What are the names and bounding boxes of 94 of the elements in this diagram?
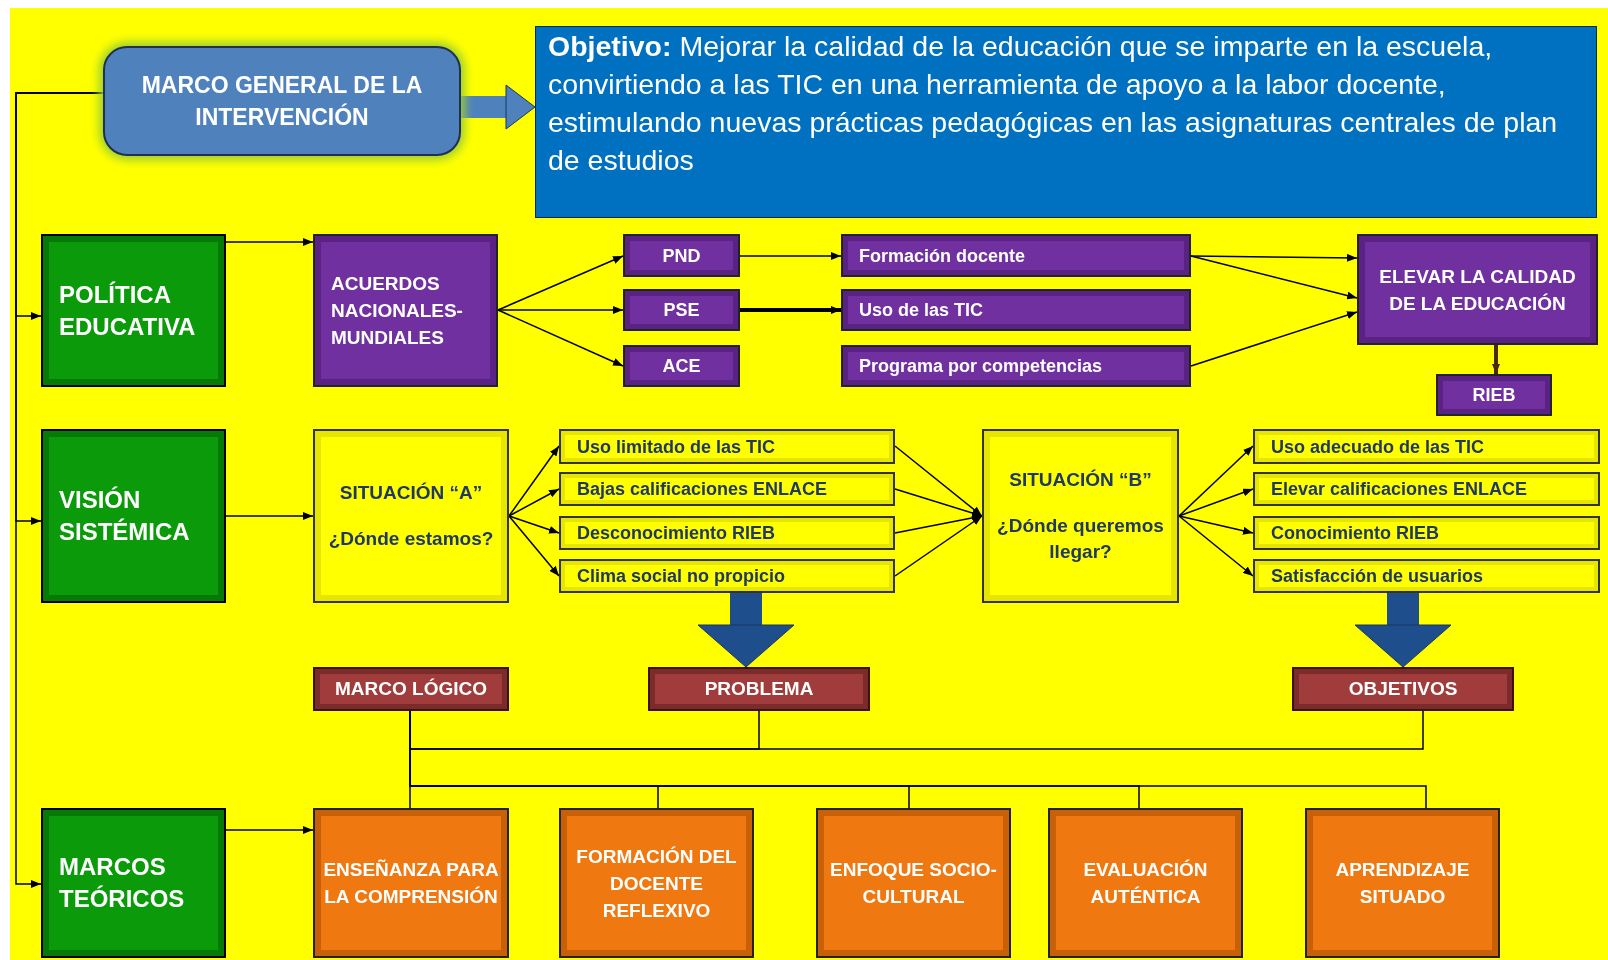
connector-arrow: [497, 309, 624, 367]
box-text: PND: [662, 244, 701, 268]
connector-arrow: [1178, 445, 1254, 517]
concept-box: [1305, 808, 1500, 958]
process-box: [841, 234, 1191, 277]
box-text: ¿Dónde queremos llegar?: [996, 514, 1165, 564]
process-box: [841, 289, 1191, 331]
category-box: [41, 429, 226, 603]
connector-arrow: [15, 92, 104, 888]
list-box: [1253, 472, 1600, 506]
box-text: PSE: [663, 299, 700, 322]
connector-arrow: [894, 515, 983, 577]
box-text: ¿Dónde estamos?: [328, 527, 494, 551]
box-text: Uso limitado de las TIC: [577, 435, 777, 459]
box-text: SITUACIÓN “B”: [1009, 468, 1152, 492]
connector-arrow: [1178, 488, 1254, 517]
box-text: POLÍTICA EDUCATIVA: [59, 279, 197, 342]
connector-arrow: [894, 488, 983, 517]
list-box: [1253, 559, 1600, 593]
connector-arrow: [225, 512, 314, 520]
box-text: Conocimiento RIEB: [1271, 522, 1440, 545]
list-box: [1253, 516, 1600, 550]
connector-arrow: [497, 306, 624, 314]
connector-arrow: [497, 255, 624, 311]
box-text: Clima social no propicio: [577, 565, 787, 588]
box-text: MARCOS TEÓRICOS: [59, 852, 186, 914]
list-box: [559, 516, 895, 550]
box-text: APRENDIZAJE SITUADO: [1334, 858, 1471, 909]
list-box: [559, 472, 895, 506]
box-text: ENSEÑANZA PARA LA COMPRENSIÓN: [322, 858, 500, 909]
situation-box: [982, 429, 1179, 603]
box-text: Elevar calificaciones ENLACE: [1271, 478, 1529, 501]
process-box: [313, 234, 498, 387]
label-box: [1292, 667, 1514, 711]
category-box: [41, 808, 226, 958]
category-box: [41, 234, 226, 387]
box-text: VISIÓN SISTÉMICA: [59, 485, 191, 547]
box-text: ELEVAR LA CALIDAD DE LA EDUCACIÓN: [1378, 264, 1577, 316]
connector-arrow: [1190, 255, 1358, 300]
box-text: OBJETIVOS: [1348, 677, 1458, 701]
block-arrow: [461, 84, 536, 130]
box-text: Formación docente: [859, 244, 1027, 268]
box-text: ENFOQUE SOCIO-CULTURAL: [829, 858, 998, 909]
box-text: SITUACIÓN “A”: [339, 481, 483, 505]
connector-arrow: [740, 306, 841, 314]
label-box: [648, 667, 870, 711]
box-text: FORMACIÓN DEL DOCENTE REFLEXIVO: [575, 844, 738, 923]
box-text: Bajas calificaciones ENLACE: [577, 478, 829, 501]
box-text: RIEB: [1472, 384, 1516, 407]
situation-box: [313, 429, 509, 603]
concept-box: [313, 808, 509, 958]
connector-arrow: [508, 515, 560, 534]
process-box: [1436, 374, 1552, 416]
concept-box: [816, 808, 1011, 958]
connector-arrow: [894, 514, 983, 534]
connector-arrow: [1178, 515, 1254, 535]
box-text: PROBLEMA: [704, 677, 814, 701]
box-text: ACUERDOS NACIONALES-MUNDIALES: [331, 272, 464, 350]
objective-box: [535, 26, 1597, 218]
connector-arrow: [894, 445, 983, 517]
connector-arrow: [1178, 515, 1254, 577]
rounded-box: [103, 46, 461, 156]
process-box: [623, 289, 740, 331]
box-text: EVALUACIÓN AUTÉNTICA: [1082, 858, 1209, 909]
process-box: [623, 345, 740, 387]
connector-arrow: [508, 445, 560, 517]
process-box: [841, 345, 1191, 387]
box-text: MARCO GENERAL DE LA INTERVENCIÓN: [140, 71, 424, 132]
list-box: [1253, 429, 1600, 464]
process-box: [1357, 234, 1598, 345]
connector-arrow: [739, 252, 842, 260]
box-text: Desconocimiento RIEB: [577, 522, 777, 545]
label-box: [313, 667, 509, 711]
box-text: Uso de las TIC: [859, 299, 985, 322]
list-box: [559, 559, 895, 593]
connector-arrow: [508, 488, 560, 517]
concept-box: [559, 808, 754, 958]
concept-box: [1048, 808, 1243, 958]
block-arrow: [1354, 593, 1452, 668]
box-text: Satisfacción de usuarios: [1271, 565, 1485, 588]
process-box: [623, 234, 740, 277]
block-arrow: [697, 593, 795, 668]
connector-arrow: [225, 238, 314, 246]
box-text: Programa por competencias: [859, 355, 1104, 378]
box-text: MARCO LÓGICO: [335, 677, 487, 701]
box-text: ACE: [662, 355, 701, 378]
connector-arrow: [1190, 311, 1358, 367]
box-text: Uso adecuado de las TIC: [1271, 435, 1486, 459]
connector-arrow: [1492, 345, 1500, 374]
connector-arrow: [1190, 253, 1358, 262]
box-text: Objetivo: Mejorar la calidad de la educación que se imparte en la escuela, convirtiendo a las TIC en una herramienta de apoyo a la labor docente, estimulando nuevas prácticas pedagógicas en las asignaturas centrales de plan de estudios: [548, 29, 1559, 178]
connector-arrow: [225, 826, 314, 834]
list-box: [559, 429, 895, 464]
connector-arrow: [508, 515, 560, 577]
